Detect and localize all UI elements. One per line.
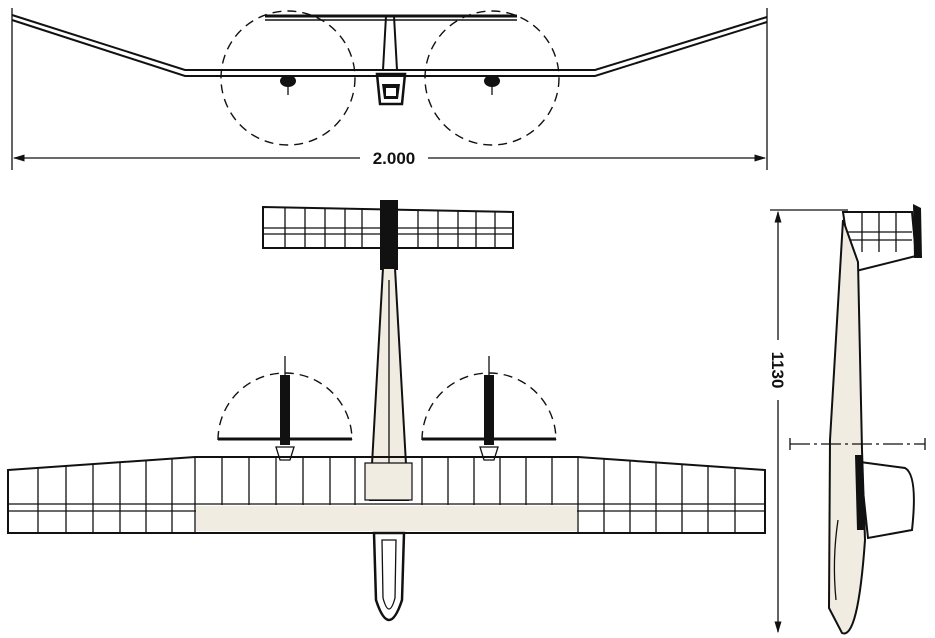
top-view-prop-right [421,356,557,461]
front-view-fuselage [375,72,407,106]
front-view: 2.000 [11,8,768,170]
length-label: 1130 [768,352,787,389]
top-view-stabilizer [262,200,514,270]
front-view-prop-disc-right [424,10,560,146]
length-dimension: 1130 [768,209,848,634]
wingspan-dimension: 2.000 [12,149,767,168]
top-view-nose-pod [372,531,406,622]
side-view: 1130 [768,204,926,635]
front-view-t-tail [265,14,517,71]
top-view-prop-left [217,356,353,461]
side-view-wing-section [858,460,915,540]
top-view [7,200,766,622]
side-view-fuselage [827,219,867,635]
front-view-prop-disc-left [220,10,356,146]
side-view-prop-axis [789,438,926,450]
wingspan-label: 2.000 [373,149,416,168]
front-view-wing [11,8,768,170]
top-view-wing [7,456,766,534]
